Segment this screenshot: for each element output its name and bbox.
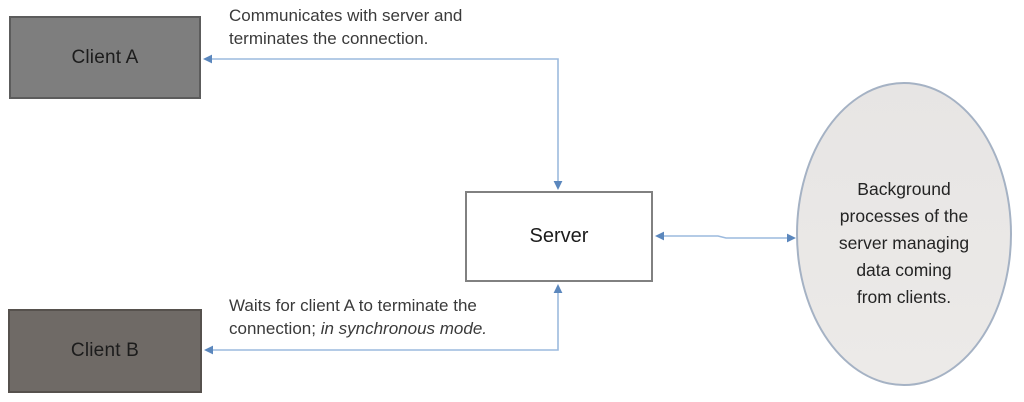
annotation-bottom: Waits for client A to terminate the conn… (229, 294, 487, 340)
node-server: Server (465, 191, 653, 282)
annotation-top: Communicates with server and terminates … (229, 4, 462, 50)
node-background-processes: Background processes of the server manag… (796, 82, 1012, 386)
arrowhead-into-server-top (553, 181, 563, 190)
node-client-a: Client A (9, 16, 201, 99)
annotation-top-line2: terminates the connection. (229, 29, 429, 48)
annotation-bottom-line2-regular: connection; (229, 319, 321, 338)
annotation-top-line1: Communicates with server and (229, 6, 463, 25)
arrowhead-into-server-right (655, 231, 664, 241)
node-client-b: Client B (8, 309, 202, 393)
arrowhead-into-ellipse (787, 233, 796, 243)
annotation-bottom-line2: connection; in synchronous mode. (229, 317, 487, 340)
node-background-processes-label: Background processes of the server manag… (838, 178, 970, 307)
connector-server-ellipse (662, 235, 789, 239)
arrowhead-into-client-b (204, 345, 213, 355)
annotation-bottom-line1: Waits for client A to terminate the (229, 296, 477, 315)
node-server-label: Server (529, 225, 589, 247)
node-client-b-label: Client B (70, 340, 140, 361)
annotation-bottom-line2-italic: in synchronous mode. (320, 319, 488, 338)
node-client-a-label: Client A (71, 46, 139, 68)
arrowhead-into-server-bottom (553, 284, 563, 293)
arrowhead-into-client-a (203, 54, 212, 64)
connector-client-a-server (210, 58, 559, 183)
